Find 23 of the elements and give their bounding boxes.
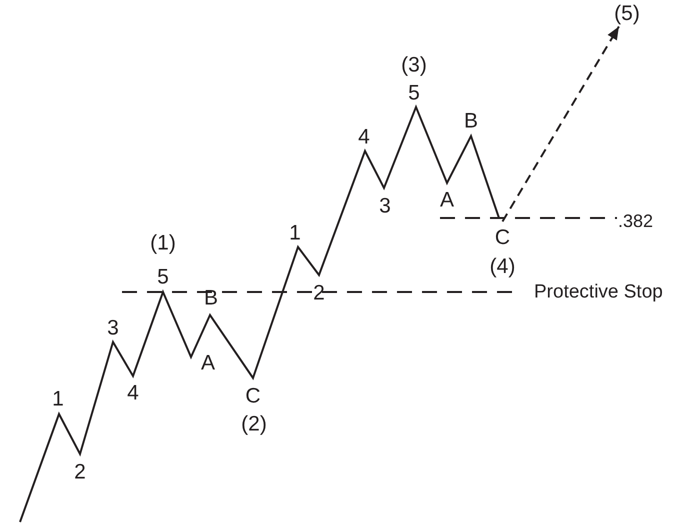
wave-label: 3 [107,318,119,338]
wave-label: C [245,386,261,406]
wave-label: 1 [52,388,64,410]
wave-label: 2 [74,462,86,482]
level-label: .382 [618,212,654,230]
wave-degree-label: (1) [150,232,176,254]
wave-degree-label: (2) [241,414,267,434]
wave-degree-label: (3) [401,54,427,76]
wave-label: 2 [313,282,325,304]
wave-degree-label: (4) [490,254,516,280]
level-label: Protective Stop [534,282,663,302]
wave-label: 4 [127,382,139,404]
wave-degree-label: (5) [614,0,640,26]
wave-label: 5 [408,82,420,104]
wave-label: 5 [157,266,169,288]
wave-label: A [201,352,215,374]
wave-label: C [494,224,512,250]
wave-label: B [464,110,478,132]
wave-label: 4 [358,126,370,148]
wave-label: 3 [379,196,391,216]
wave-label: A [440,190,454,210]
wave-label: 1 [289,222,301,244]
dashed-arrow [502,26,620,222]
